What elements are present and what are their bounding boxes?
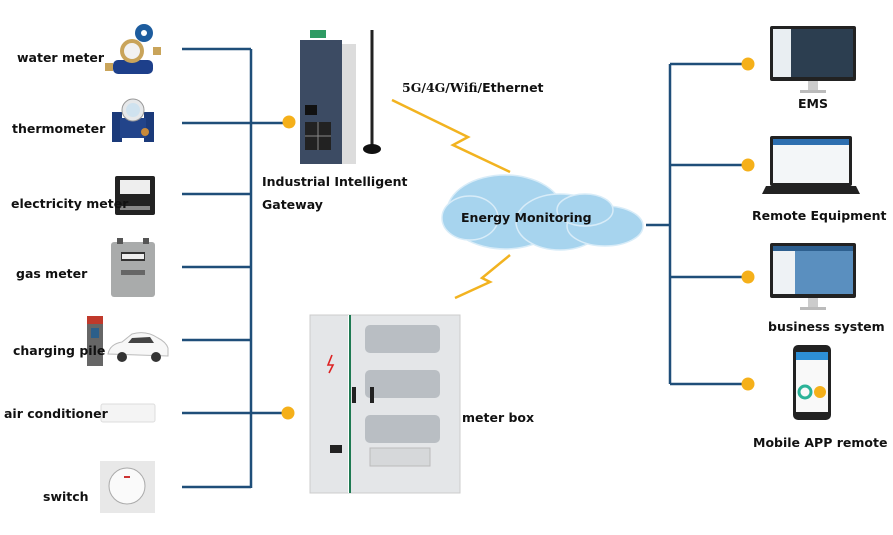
remote-equipment-laptop-icon (762, 136, 860, 194)
node-dot-mobile-app (741, 377, 755, 391)
node-dot-remote-equipment (741, 158, 755, 172)
protocol-suffix: Ethernet (482, 80, 544, 95)
electric-car-icon (107, 332, 169, 362)
wireless-link-bottom-icon (454, 254, 511, 300)
node-dot-ems (741, 57, 755, 71)
cloud-label: Energy Monitoring (461, 210, 592, 225)
label-business-system: business system (768, 319, 885, 334)
cloud-icon (441, 174, 644, 251)
label-electricity-meter: electricity meter (11, 196, 129, 211)
thermometer-icon (112, 98, 154, 142)
label-ems: EMS (798, 96, 828, 111)
gateway-icon (300, 30, 356, 164)
label-switch: switch (43, 489, 89, 504)
business-system-monitor-icon (770, 243, 856, 310)
node-dot-business-system (741, 270, 755, 284)
node-dot-meter-box (281, 406, 295, 420)
label-charging-pile: charging pile (13, 343, 106, 358)
label-water-meter: water meter (17, 50, 105, 65)
switch-icon (100, 461, 155, 513)
gas-meter-icon (111, 238, 155, 297)
mobile-app-phone-icon (793, 345, 831, 420)
label-gas-meter: gas meter (16, 266, 88, 281)
water-meter-icon (105, 24, 161, 74)
label-mobile-app: Mobile APP remote (753, 435, 888, 450)
electricity-meter-icon (115, 176, 155, 215)
label-thermometer: thermometer (12, 121, 106, 136)
wireless-link-top-icon (391, 98, 511, 174)
charging-pile-icon (87, 316, 103, 366)
protocol-label: 5G/4G/Wifi/Ethernet (402, 80, 544, 95)
air-conditioner-icon (100, 403, 156, 423)
node-dot-gateway (282, 115, 296, 129)
gateway-label-line1: Industrial Intelligent (262, 174, 408, 189)
meter-box-label: meter box (462, 410, 535, 425)
label-air-conditioner: air conditioner (4, 406, 108, 421)
gateway-label-line2: Gateway (262, 197, 323, 212)
ems-monitor-icon (770, 26, 856, 93)
label-remote-equipment: Remote Equipment (752, 208, 887, 223)
antenna-icon (363, 30, 381, 154)
protocol-prefix: 5G/4G/Wifi/ (402, 80, 483, 95)
meter-box-icon (309, 314, 461, 494)
